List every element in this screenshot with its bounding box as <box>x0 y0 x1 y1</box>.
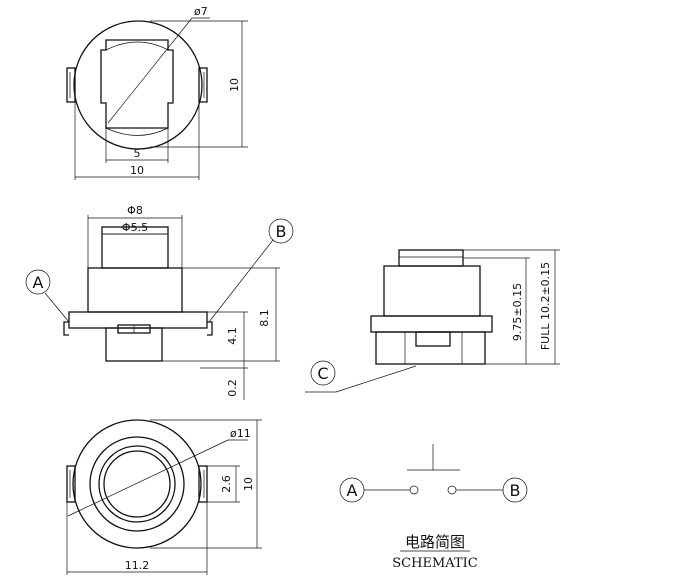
side-terminal-c: C <box>317 364 328 383</box>
schematic-title-zh: 电路简图 <box>405 533 465 551</box>
front-height-02: 0.2 <box>226 379 239 397</box>
schematic: A B 电路简图 SCHEMATIC <box>339 444 528 571</box>
bottom-pad-label: 2.6 <box>220 475 233 493</box>
bottom-width-label: 11.2 <box>125 559 150 572</box>
top-height-label: 10 <box>228 78 241 92</box>
bottom-dia-label: ø11 <box>230 427 251 440</box>
side-view: C 9.75±0.15 FULL 10.2±0.15 <box>305 249 560 393</box>
side-height-full: FULL 10.2±0.15 <box>539 262 552 350</box>
front-dia55-label: Φ5.5 <box>122 221 148 234</box>
schematic-terminal-a: A <box>347 481 358 500</box>
schematic-terminal-b: B <box>510 481 521 500</box>
front-height-41: 4.1 <box>226 327 239 345</box>
top-view: ø7 10 5 10 <box>66 5 248 180</box>
schematic-title-en: SCHEMATIC <box>392 556 477 571</box>
bottom-height-label: 10 <box>242 477 255 491</box>
top-outer-width-label: 10 <box>130 164 144 177</box>
front-terminal-a: A <box>33 273 44 292</box>
bottom-view: ø11 2.6 10 11.2 <box>66 419 262 575</box>
front-height-81: 8.1 <box>258 309 271 327</box>
front-dia8-label: Φ8 <box>127 204 143 217</box>
side-height-975: 9.75±0.15 <box>511 283 524 341</box>
top-inner-width-label: 5 <box>134 147 141 160</box>
front-terminal-b: B <box>276 222 287 241</box>
front-view: Φ8 Φ5.5 A B 8.1 4.1 0.2 <box>25 204 294 400</box>
top-dia-label: ø7 <box>194 5 208 18</box>
